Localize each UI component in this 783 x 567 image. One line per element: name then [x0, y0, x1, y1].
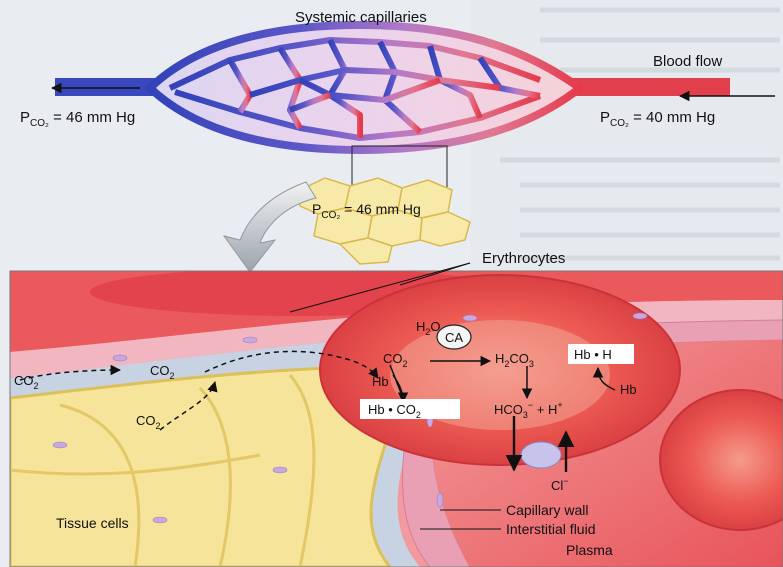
background-page-texture: [470, 0, 783, 271]
erythrocytes-label: Erythrocytes: [482, 250, 565, 267]
interstitial-fluid-label: Interstitial fluid: [506, 521, 595, 537]
hb-h-label: Hb • H: [574, 347, 612, 362]
plasma-label: Plasma: [566, 542, 613, 558]
systemic-capillaries-label: Systemic capillaries: [295, 9, 427, 26]
tissue-cell-cluster: [300, 178, 470, 264]
pco2-venous-label: PCO₂ = 46 mm Hg: [20, 109, 135, 129]
zoom-arrow: [224, 182, 316, 272]
hb-right-label: Hb: [620, 382, 637, 397]
capillary-wall-label: Capillary wall: [506, 502, 588, 518]
hb-left-label: Hb: [372, 374, 389, 389]
tissue-cells-label: Tissue cells: [56, 515, 129, 531]
ca-label: CA: [445, 330, 463, 345]
chloride-transporter: [521, 442, 561, 468]
blood-flow-label: Blood flow: [653, 53, 722, 70]
